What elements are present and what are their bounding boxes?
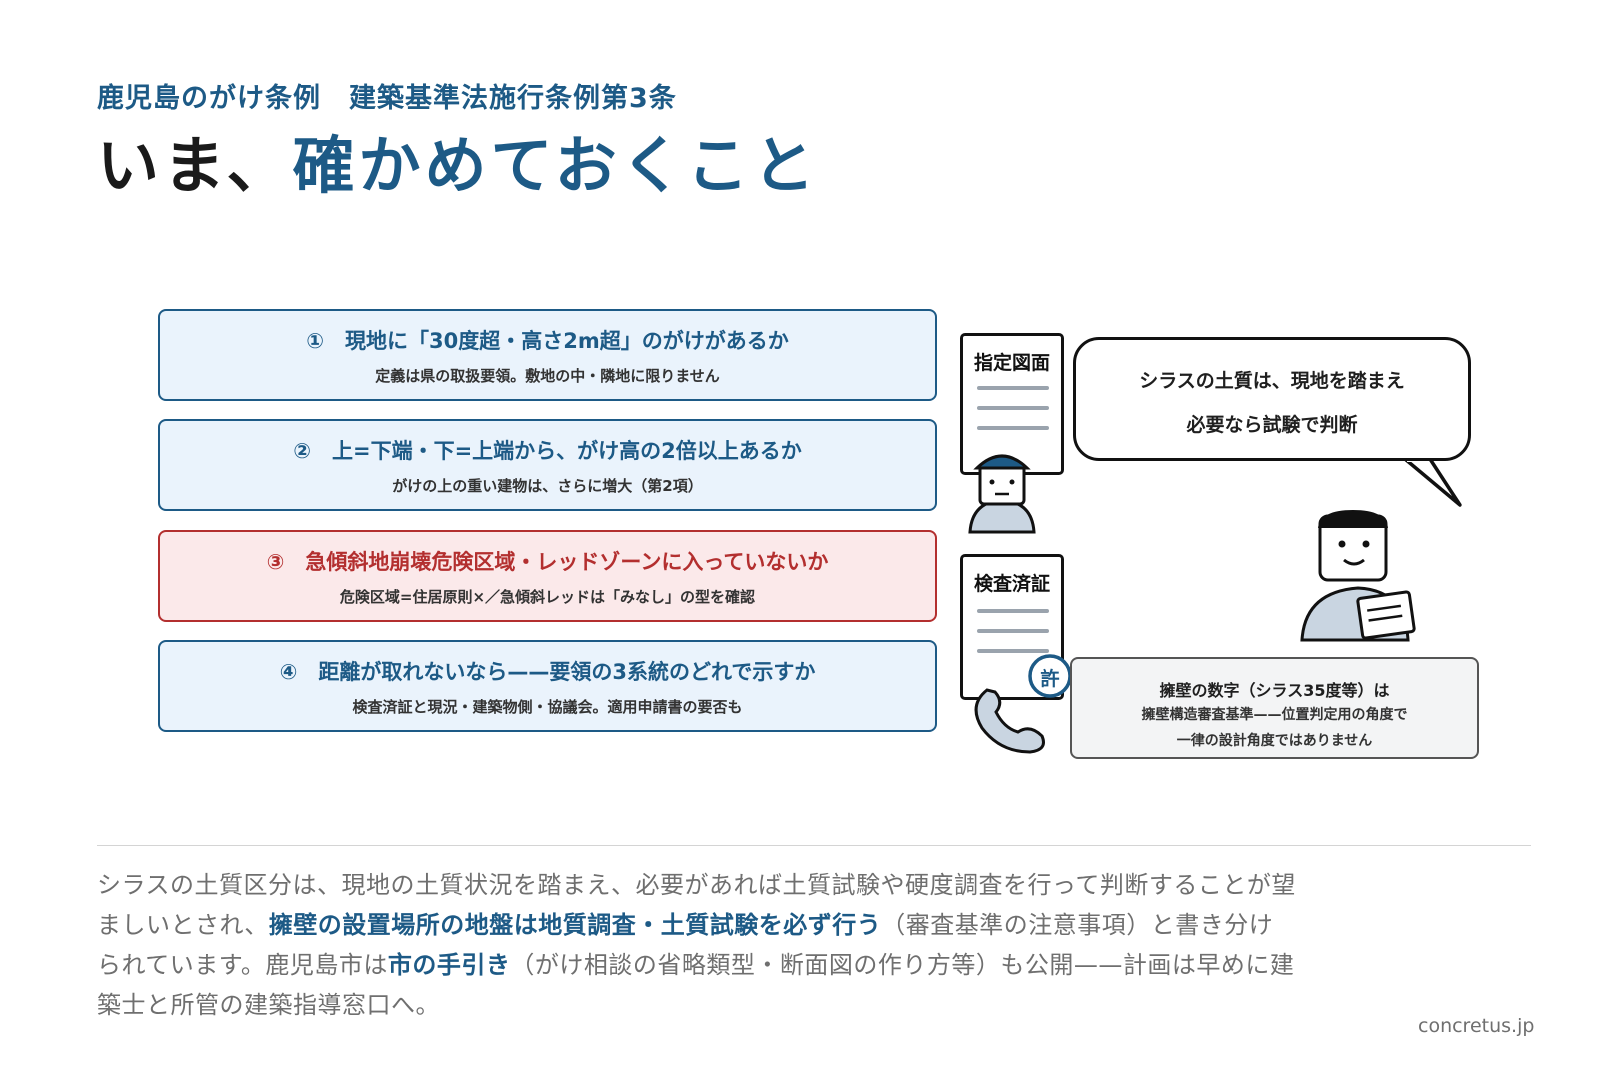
document-line <box>977 609 1049 613</box>
document-line <box>977 426 1049 430</box>
bubble-line-1: シラスの土質は、現地を踏まえ <box>1139 370 1405 392</box>
body-text: シラスの土質区分は、現地の土質状況を踏まえ、必要があれば土質試験や硬度調査を行っ… <box>97 871 1296 939</box>
document-line <box>977 629 1049 633</box>
engineer-figure <box>1300 510 1416 642</box>
body-emphasis: 市の手引き <box>387 951 511 979</box>
body-text: （がけ相談の省略類型・断面図の作り方等）も公開——計画は早めに建築士と所管の建築… <box>97 951 1295 1019</box>
checklist-item-4: ④ 距離が取れないなら——要領の3系統のどれで示すか 検査済証と現況・建築物側・… <box>158 640 937 732</box>
phone-icon <box>974 688 1045 754</box>
checklist-item-sub: 定義は県の取扱要領。敷地の中・隣地に限りません <box>375 367 720 385</box>
official-figure <box>968 454 1036 534</box>
note-line-2: 擁壁構造審査基準——位置判定用の角度で <box>1141 707 1408 723</box>
document-line <box>977 406 1049 410</box>
title-accent: 確かめておくこと <box>292 129 819 202</box>
stamp-label: 許 <box>1040 668 1060 690</box>
title-prefix: いま、 <box>97 129 293 202</box>
speech-bubble-tail <box>1403 456 1462 507</box>
body-emphasis: 擁壁の設置場所の地盤は地質調査・土質試験を必ず行う <box>268 911 882 939</box>
divider <box>97 845 1531 846</box>
site-credit: concretus.jp <box>1418 1015 1535 1037</box>
checklist-item-2: ② 上=下端・下=上端から、がけ高の2倍以上あるか がけの上の重い建物は、さらに… <box>158 419 937 511</box>
checklist-item-title: ③ 急傾斜地崩壊危険区域・レッドゾーンに入っていないか <box>266 550 829 574</box>
checklist-item-sub: 検査済証と現況・建築物側・協議会。適用申請書の要否も <box>352 698 743 716</box>
document-line <box>977 386 1049 390</box>
speech-bubble: シラスの土質は、現地を踏まえ 必要なら試験で判断 <box>1073 337 1471 461</box>
document-label: 検査済証 <box>973 573 1050 595</box>
checklist-item-3: ③ 急傾斜地崩壊危険区域・レッドゾーンに入っていないか 危険区域=住居原則×／急… <box>158 530 937 622</box>
designated-map-document: 指定図面 <box>960 333 1064 475</box>
body-paragraph: シラスの土質区分は、現地の土質状況を踏まえ、必要があれば土質試験や硬度調査を行っ… <box>97 865 1297 1025</box>
page-subtitle: 鹿児島のがけ条例 建築基準法施行条例第3条 <box>97 83 677 114</box>
retaining-wall-note: 擁壁の数字（シラス35度等）は 擁壁構造審査基準——位置判定用の角度で 一律の設… <box>1070 657 1479 759</box>
bubble-line-2: 必要なら試験で判断 <box>1186 414 1358 436</box>
checklist-item-sub: がけの上の重い建物は、さらに増大（第2項） <box>392 477 703 495</box>
checklist-item-sub: 危険区域=住居原則×／急傾斜レッドは「みなし」の型を確認 <box>339 588 756 606</box>
checklist-item-title: ④ 距離が取れないなら——要領の3系統のどれで示すか <box>279 660 816 684</box>
body-text: （審査基準の注意事項）と書き分けられています。鹿児島市は <box>97 911 1274 979</box>
document-label: 指定図面 <box>973 352 1050 374</box>
document-line <box>977 649 1049 653</box>
checklist-item-title: ② 上=下端・下=上端から、がけ高の2倍以上あるか <box>293 439 802 463</box>
note-line-3: 一律の設計角度ではありません <box>1176 733 1373 749</box>
checklist-item-1: ① 現地に「30度超・高さ2m超」のがけがあるか 定義は県の取扱要領。敷地の中・… <box>158 309 937 401</box>
checklist-item-title: ① 現地に「30度超・高さ2m超」のがけがあるか <box>306 329 789 353</box>
page-title: いま、確かめておくこと <box>97 129 819 202</box>
note-line-1: 擁壁の数字（シラス35度等）は <box>1159 681 1390 700</box>
